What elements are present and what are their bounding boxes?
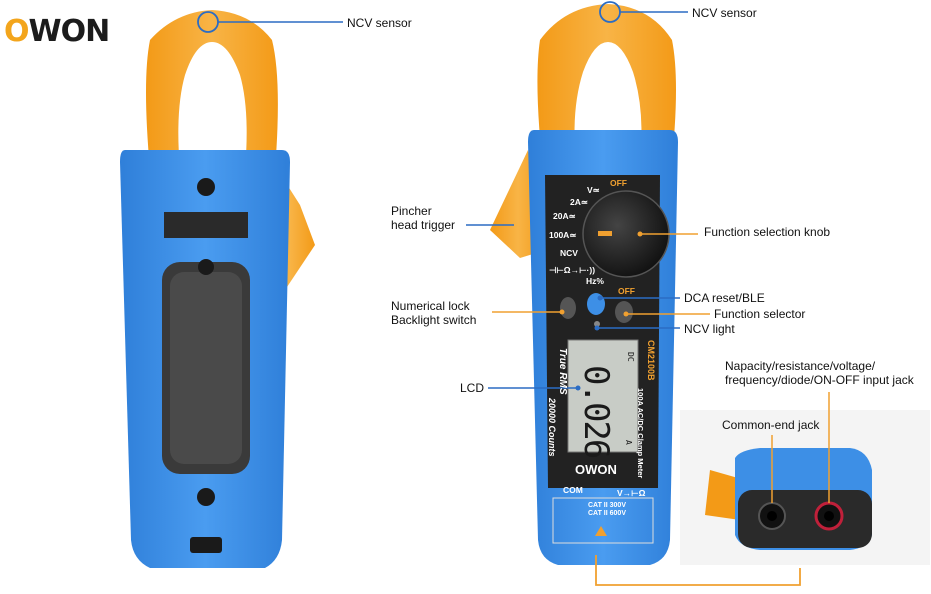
meter-front-view: [490, 1, 688, 565]
lcd-unit: A: [624, 440, 633, 445]
function-selector-button[interactable]: [615, 301, 633, 323]
range-100a: 100A≃: [549, 230, 576, 240]
v-ohm-label: V→⊢Ω: [617, 488, 646, 498]
input-jack-hole: [824, 511, 834, 521]
label-trigger-line2: head trigger: [391, 218, 456, 232]
lock-line-dot: [559, 309, 565, 315]
owon-logo: OWON: [4, 14, 111, 49]
label-lcd: LCD: [460, 381, 485, 395]
logo-first-letter: O: [4, 14, 29, 49]
battery-screw: [198, 259, 214, 275]
dca-ble-button[interactable]: [587, 293, 605, 315]
screw-top: [197, 178, 215, 196]
range-2a: 2A≃: [570, 197, 588, 207]
range-hz: Hz%: [586, 276, 604, 286]
label-common-jack: Common-end jack: [722, 418, 820, 432]
clamp-jaw-front: [537, 4, 676, 160]
inset-jack-panel: [738, 490, 872, 548]
lcd-screen: [567, 339, 639, 453]
label-dca-reset: DCA reset/BLE: [684, 291, 765, 305]
range-symbols: ⊣⊢Ω→⊢·)): [549, 265, 595, 275]
range-ncv: NCV: [560, 248, 578, 258]
label-ncv-sensor-left: NCV sensor: [347, 16, 412, 30]
jack-inset: [680, 392, 930, 565]
label-input-jack-line2: frequency/diode/ON-OFF input jack: [725, 373, 914, 387]
lock-backlight-button[interactable]: [560, 297, 576, 319]
range-v: V≃: [587, 185, 600, 195]
jack-bracket-line: [595, 555, 801, 586]
com-label: COM: [563, 485, 583, 495]
cat-300v-label: CAT II 300V: [588, 502, 626, 509]
model-label: CM2100B: [646, 340, 656, 381]
true-rms-label: True RMS: [557, 348, 568, 395]
meter-back-view: [120, 10, 343, 568]
warning-triangle-icon: [595, 526, 607, 536]
label-function-selector: Function selector: [714, 307, 806, 321]
label-function-knob: Function selection knob: [704, 225, 831, 239]
label-plate: [164, 212, 248, 238]
battery-cover-grip: [170, 272, 242, 464]
range-20a: 20A≃: [553, 211, 576, 221]
ncv-light: [594, 321, 600, 327]
ncv-light-line-dot: [594, 325, 600, 331]
label-trigger-line1: Pincher: [391, 204, 432, 218]
logo-rest: WON: [28, 14, 111, 49]
common-jack-hole: [767, 511, 777, 521]
range-off: OFF: [610, 178, 627, 188]
label-ncv-light: NCV light: [684, 322, 735, 336]
off-label-2: OFF: [618, 286, 635, 296]
counts-label: 20000 Counts: [547, 397, 557, 457]
jack-area: [552, 497, 654, 544]
label-input-jack-line1: Napacity/resistance/voltage/: [725, 359, 876, 373]
lcd-dc: DC: [626, 352, 635, 362]
label-ncv-sensor-right: NCV sensor: [692, 6, 757, 20]
knob-pointer: [598, 231, 612, 236]
label-lock-line2: Backlight switch: [391, 313, 477, 327]
lcd-reading: 0.026: [576, 365, 616, 458]
cat-600v-label: CAT II 600V: [588, 510, 626, 517]
func-sel-line-dot: [623, 311, 629, 317]
dca-line-dot: [597, 295, 603, 301]
lanyard-slot: [190, 537, 222, 553]
clamp-jaw-back: [146, 10, 278, 170]
screw-bottom: [197, 488, 215, 506]
label-lock-line1: Numerical lock: [391, 299, 470, 313]
knob-line-dot: [637, 231, 643, 237]
lcd-line-dot: [575, 385, 581, 391]
spec-label: 100A AC/DC Clamp Meter: [636, 388, 645, 478]
meter-brand: OWON: [575, 462, 617, 477]
